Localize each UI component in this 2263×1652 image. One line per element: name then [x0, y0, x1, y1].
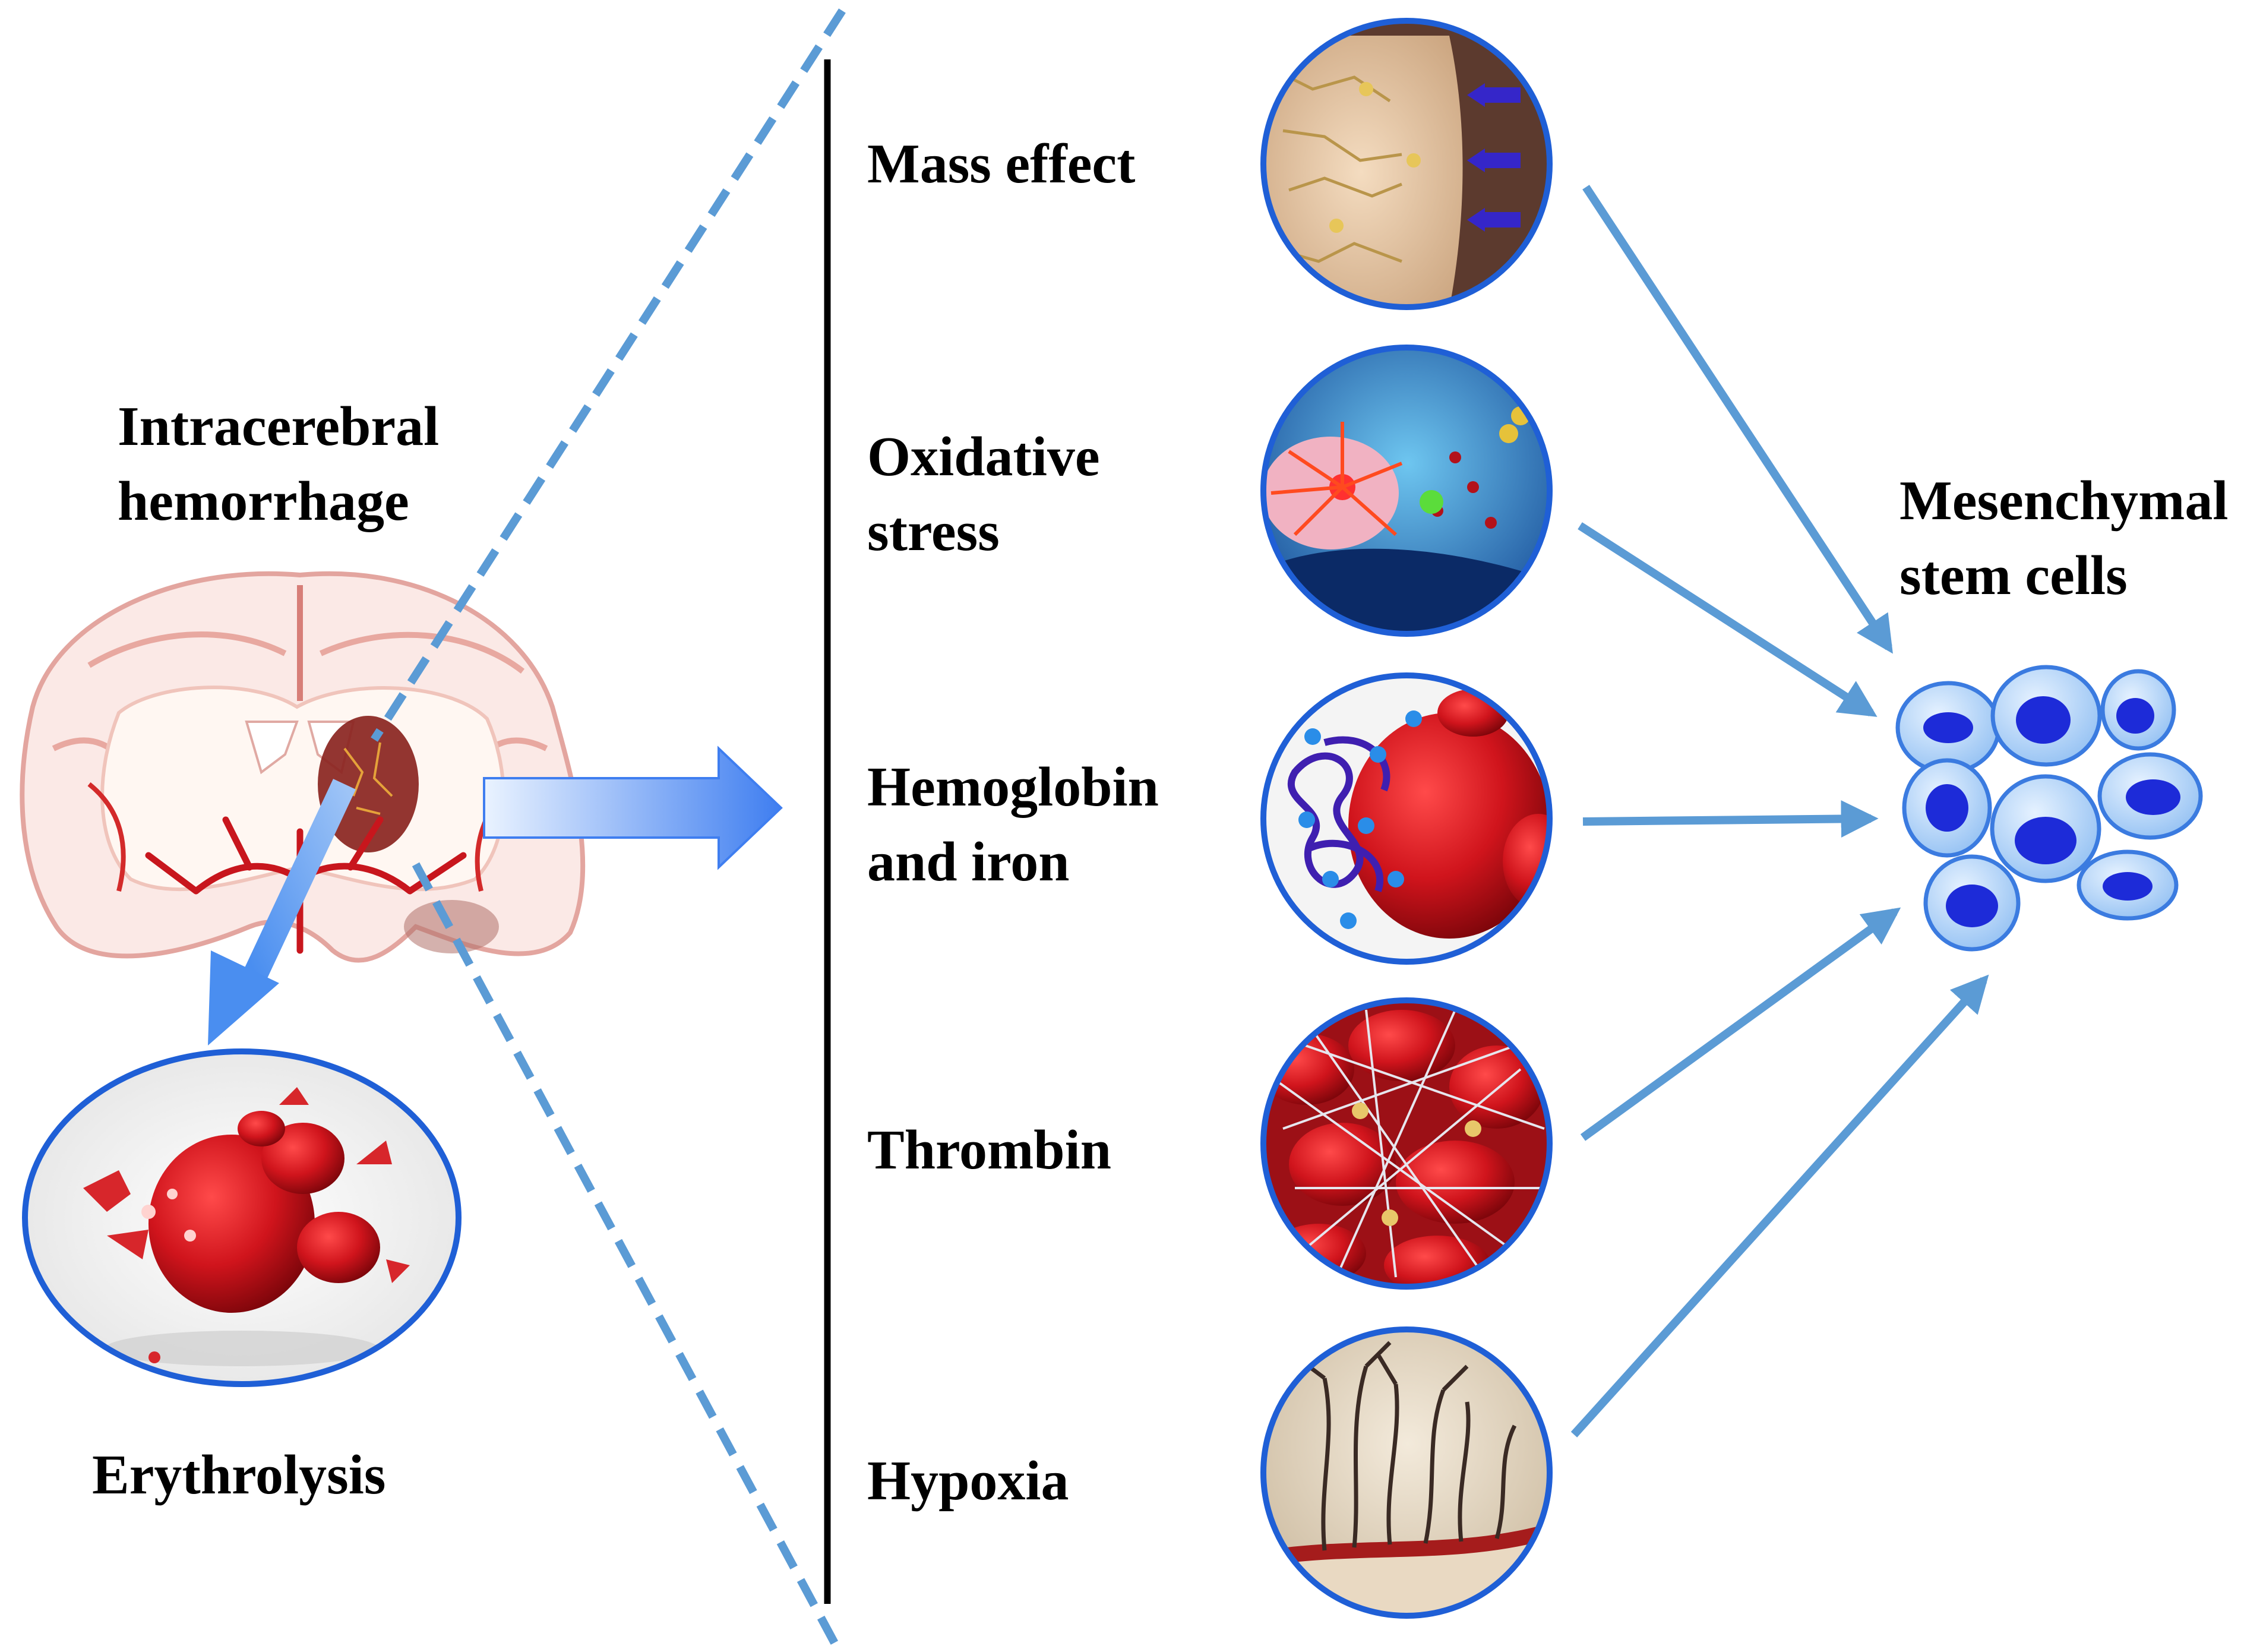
- hemoglobin-to-msc-arrow: [1582, 800, 1879, 838]
- zoom-line-top: [371, 8, 846, 742]
- mass-effect-label: Mass effect: [867, 133, 1136, 195]
- brain-coronal-section-icon: [20, 571, 586, 963]
- oxidative-stress-label: Oxidative stress: [867, 419, 1100, 569]
- oxidative-to-msc-arrow: [1578, 522, 1878, 717]
- msc-label-line2: stem cells: [1899, 545, 2128, 607]
- msc-label-line1: Mesenchymal: [1899, 470, 2229, 532]
- hypoxia-label: Hypoxia: [867, 1450, 1069, 1512]
- msc-label: Mesenchymal stem cells: [1899, 463, 2228, 613]
- hypoxic-vessels-icon: [1260, 1326, 1553, 1619]
- fibrin-clot-icon: [1260, 997, 1553, 1290]
- hemoglobin-iron-line1: Hemoglobin: [867, 756, 1159, 818]
- ich-label: Intracerebral hemorrhage: [118, 389, 439, 539]
- hemoglobin-iron-label: Hemoglobin and iron: [867, 750, 1159, 899]
- ich-label-line2: hemorrhage: [118, 470, 409, 532]
- brain-to-erythrolysis-arrow: [208, 779, 356, 1045]
- hypoxia-to-msc-arrow: [1570, 974, 1989, 1438]
- thrombin-to-msc-arrow: [1580, 907, 1901, 1141]
- stem-cell-cluster-icon: [1895, 665, 2203, 952]
- thrombin-label: Thrombin: [867, 1119, 1111, 1181]
- erythrolysis-label: Erythrolysis: [92, 1444, 386, 1506]
- lysing-red-cells-icon: [22, 1048, 462, 1387]
- zoom-line-bottom: [412, 862, 842, 1651]
- hemoglobin-iron-line2: and iron: [867, 831, 1070, 893]
- hemoglobin-iron-icon: [1260, 672, 1553, 965]
- oxidative-stress-line1: Oxidative: [867, 426, 1100, 488]
- tissue-compression-icon: [1260, 18, 1553, 310]
- mass-effect-to-msc-arrow: [1582, 185, 1893, 654]
- oxidative-stress-line2: stress: [867, 501, 1000, 563]
- ich-label-line1: Intracerebral: [118, 396, 440, 457]
- oxidative-burst-cell-icon: [1260, 345, 1553, 637]
- brain-to-factors-arrow: [483, 746, 783, 870]
